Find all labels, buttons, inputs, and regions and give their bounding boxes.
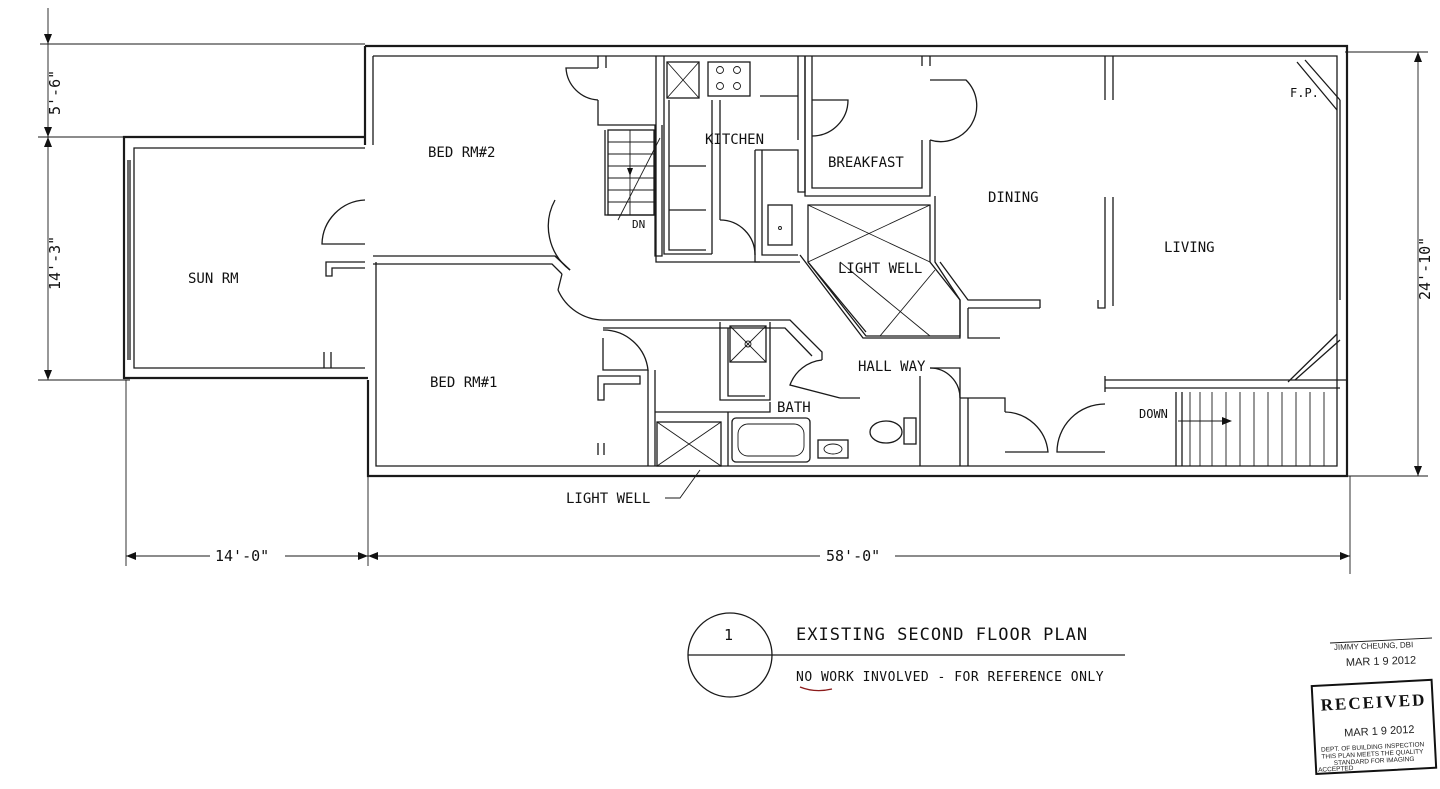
- label-light-well-callout: LIGHT WELL: [566, 491, 650, 507]
- stamp-reviewer: JIMMY CHEUNG, DBI: [1334, 640, 1414, 652]
- label-light-well-center: LIGHT WELL: [838, 261, 922, 277]
- dim-bottom-left: 14'-0": [215, 547, 269, 565]
- drawing-title: EXISTING SECOND FLOOR PLAN: [796, 625, 1088, 645]
- label-breakfast: BREAKFAST: [828, 155, 904, 171]
- label-fireplace: F.P.: [1290, 86, 1319, 100]
- label-bed-room-2: BED RM#2: [428, 145, 495, 161]
- title-block: 1 EXISTING SECOND FLOOR PLAN NO WORK INV…: [687, 612, 1125, 698]
- exterior-walls: [122, 44, 1349, 478]
- stamp-received-heading: RECEIVED: [1320, 690, 1427, 715]
- label-dining: DINING: [988, 190, 1039, 206]
- dimension-lines: [38, 8, 1428, 574]
- drawing-note: NO WORK INVOLVED - FOR REFERENCE ONLY: [796, 670, 1104, 685]
- dim-bottom-main: 58'-0": [826, 547, 880, 565]
- stamp-dept-line4: ACCEPTED: [1318, 765, 1354, 774]
- interior-walls: [373, 56, 1347, 466]
- room-labels: SUN RM BED RM#2 BED RM#1 KITCHEN BREAKFA…: [188, 86, 1319, 507]
- label-sun-room: SUN RM: [188, 271, 239, 287]
- received-stamp: RECEIVED MAR 1 9 2012 DEPT. OF BUILDING …: [1310, 678, 1438, 776]
- label-hall-way: HALL WAY: [858, 359, 926, 375]
- stamp-received-date: MAR 1 9 2012: [1344, 724, 1415, 740]
- stamps: JIMMY CHEUNG, DBI MAR 1 9 2012 RECEIVED …: [1310, 637, 1438, 776]
- label-stair-dn: DN: [632, 218, 645, 231]
- dimension-texts: 5'-6" 14'-3" 24'-10" 14'-0" 58'-0": [46, 70, 1434, 565]
- label-living: LIVING: [1164, 240, 1215, 256]
- dim-right-vertical: 24'-10": [1416, 237, 1434, 300]
- doors: [321, 67, 1106, 453]
- stamp-review-date: MAR 1 9 2012: [1346, 655, 1417, 669]
- dim-top-left-vertical: 5'-6": [46, 70, 64, 115]
- fixtures: [607, 61, 1325, 499]
- label-bed-room-1: BED RM#1: [430, 375, 497, 391]
- drawing-number: 1: [724, 626, 733, 644]
- label-down-stairs: DOWN: [1139, 407, 1168, 421]
- label-kitchen: KITCHEN: [705, 132, 764, 148]
- label-bath: BATH: [777, 400, 811, 416]
- dim-left-vertical: 14'-3": [46, 236, 64, 290]
- stamp-dept-line3: STANDARD FOR IMAGING: [1334, 756, 1415, 767]
